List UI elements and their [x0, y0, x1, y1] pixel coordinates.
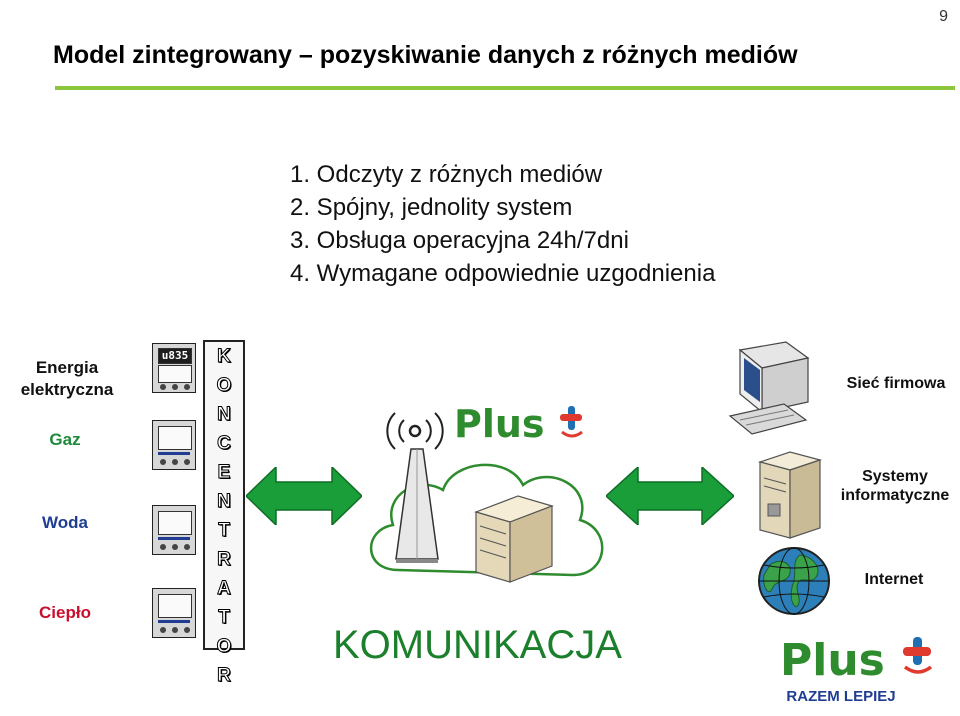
slide-title: Model zintegrowany – pozyskiwanie danych…: [53, 41, 798, 69]
server-icon: [474, 495, 554, 583]
concentrator-box: [203, 340, 245, 650]
key-point: 1. Odczyty z różnych mediów: [290, 161, 603, 188]
concentrator-letter: E: [217, 462, 231, 484]
key-point: 2. Spójny, jednolity system: [290, 194, 573, 221]
media-label-water: Woda: [42, 513, 88, 532]
brand-tagline: RAZEM LEPIEJ: [786, 688, 896, 705]
page-number: 9: [939, 8, 948, 25]
tower-server-icon: [757, 451, 823, 539]
concentrator-letter: C: [217, 433, 232, 455]
key-points-list: 1. Odczyty z różnych mediów 2. Spójny, j…: [290, 158, 715, 290]
concentrator-letter: R: [217, 549, 232, 571]
plus-logo-text: Plus: [780, 635, 885, 686]
concentrator-letter: N: [217, 491, 232, 513]
concentrator-letter: A: [217, 578, 232, 600]
concentrator-letter: K: [217, 346, 232, 368]
antenna-tower-icon: [395, 448, 439, 563]
concentrator-letter: O: [216, 375, 232, 397]
electricity-meter-icon: u835: [152, 343, 196, 393]
media-label-heat: Ciepło: [39, 603, 91, 622]
concentrator-letter: T: [218, 520, 231, 542]
plus-logo-text: Plus: [454, 402, 545, 446]
desktop-computer-icon: [728, 341, 810, 435]
concentrator-letter: R: [217, 665, 232, 687]
label-internet: Internet: [864, 571, 924, 588]
label-company-network: Sieć firmowa: [846, 375, 946, 392]
key-point: 3. Obsługa operacyjna 24h/7dni: [290, 227, 629, 254]
plus-logo-icon: [560, 406, 583, 438]
label-it-systems: Systemy informatyczne: [840, 468, 950, 504]
globe-icon: [758, 547, 830, 615]
concentrator-label: K O N C E N T R A T O R: [203, 342, 245, 690]
communication-label: KOMUNIKACJA: [333, 623, 622, 667]
media-label-energy: Energia elektryczna: [20, 358, 114, 399]
concentrator-letter: N: [217, 404, 232, 426]
key-point: 4. Wymagane odpowiednie uzgodnienia: [290, 260, 716, 287]
meter-reading: u835: [161, 349, 189, 362]
concentrator-letter: T: [218, 607, 231, 629]
double-arrow-icon: [606, 467, 734, 525]
gas-meter-icon: [152, 420, 196, 470]
double-arrow-icon: [246, 467, 362, 525]
water-meter-icon: [152, 505, 196, 555]
title-divider: [55, 86, 955, 90]
plus-logo-icon: [903, 637, 933, 674]
radio-waves-icon: [386, 412, 444, 450]
heat-meter-icon: [152, 588, 196, 638]
media-label-gas: Gaz: [49, 430, 81, 449]
concentrator-letter: O: [216, 636, 232, 658]
